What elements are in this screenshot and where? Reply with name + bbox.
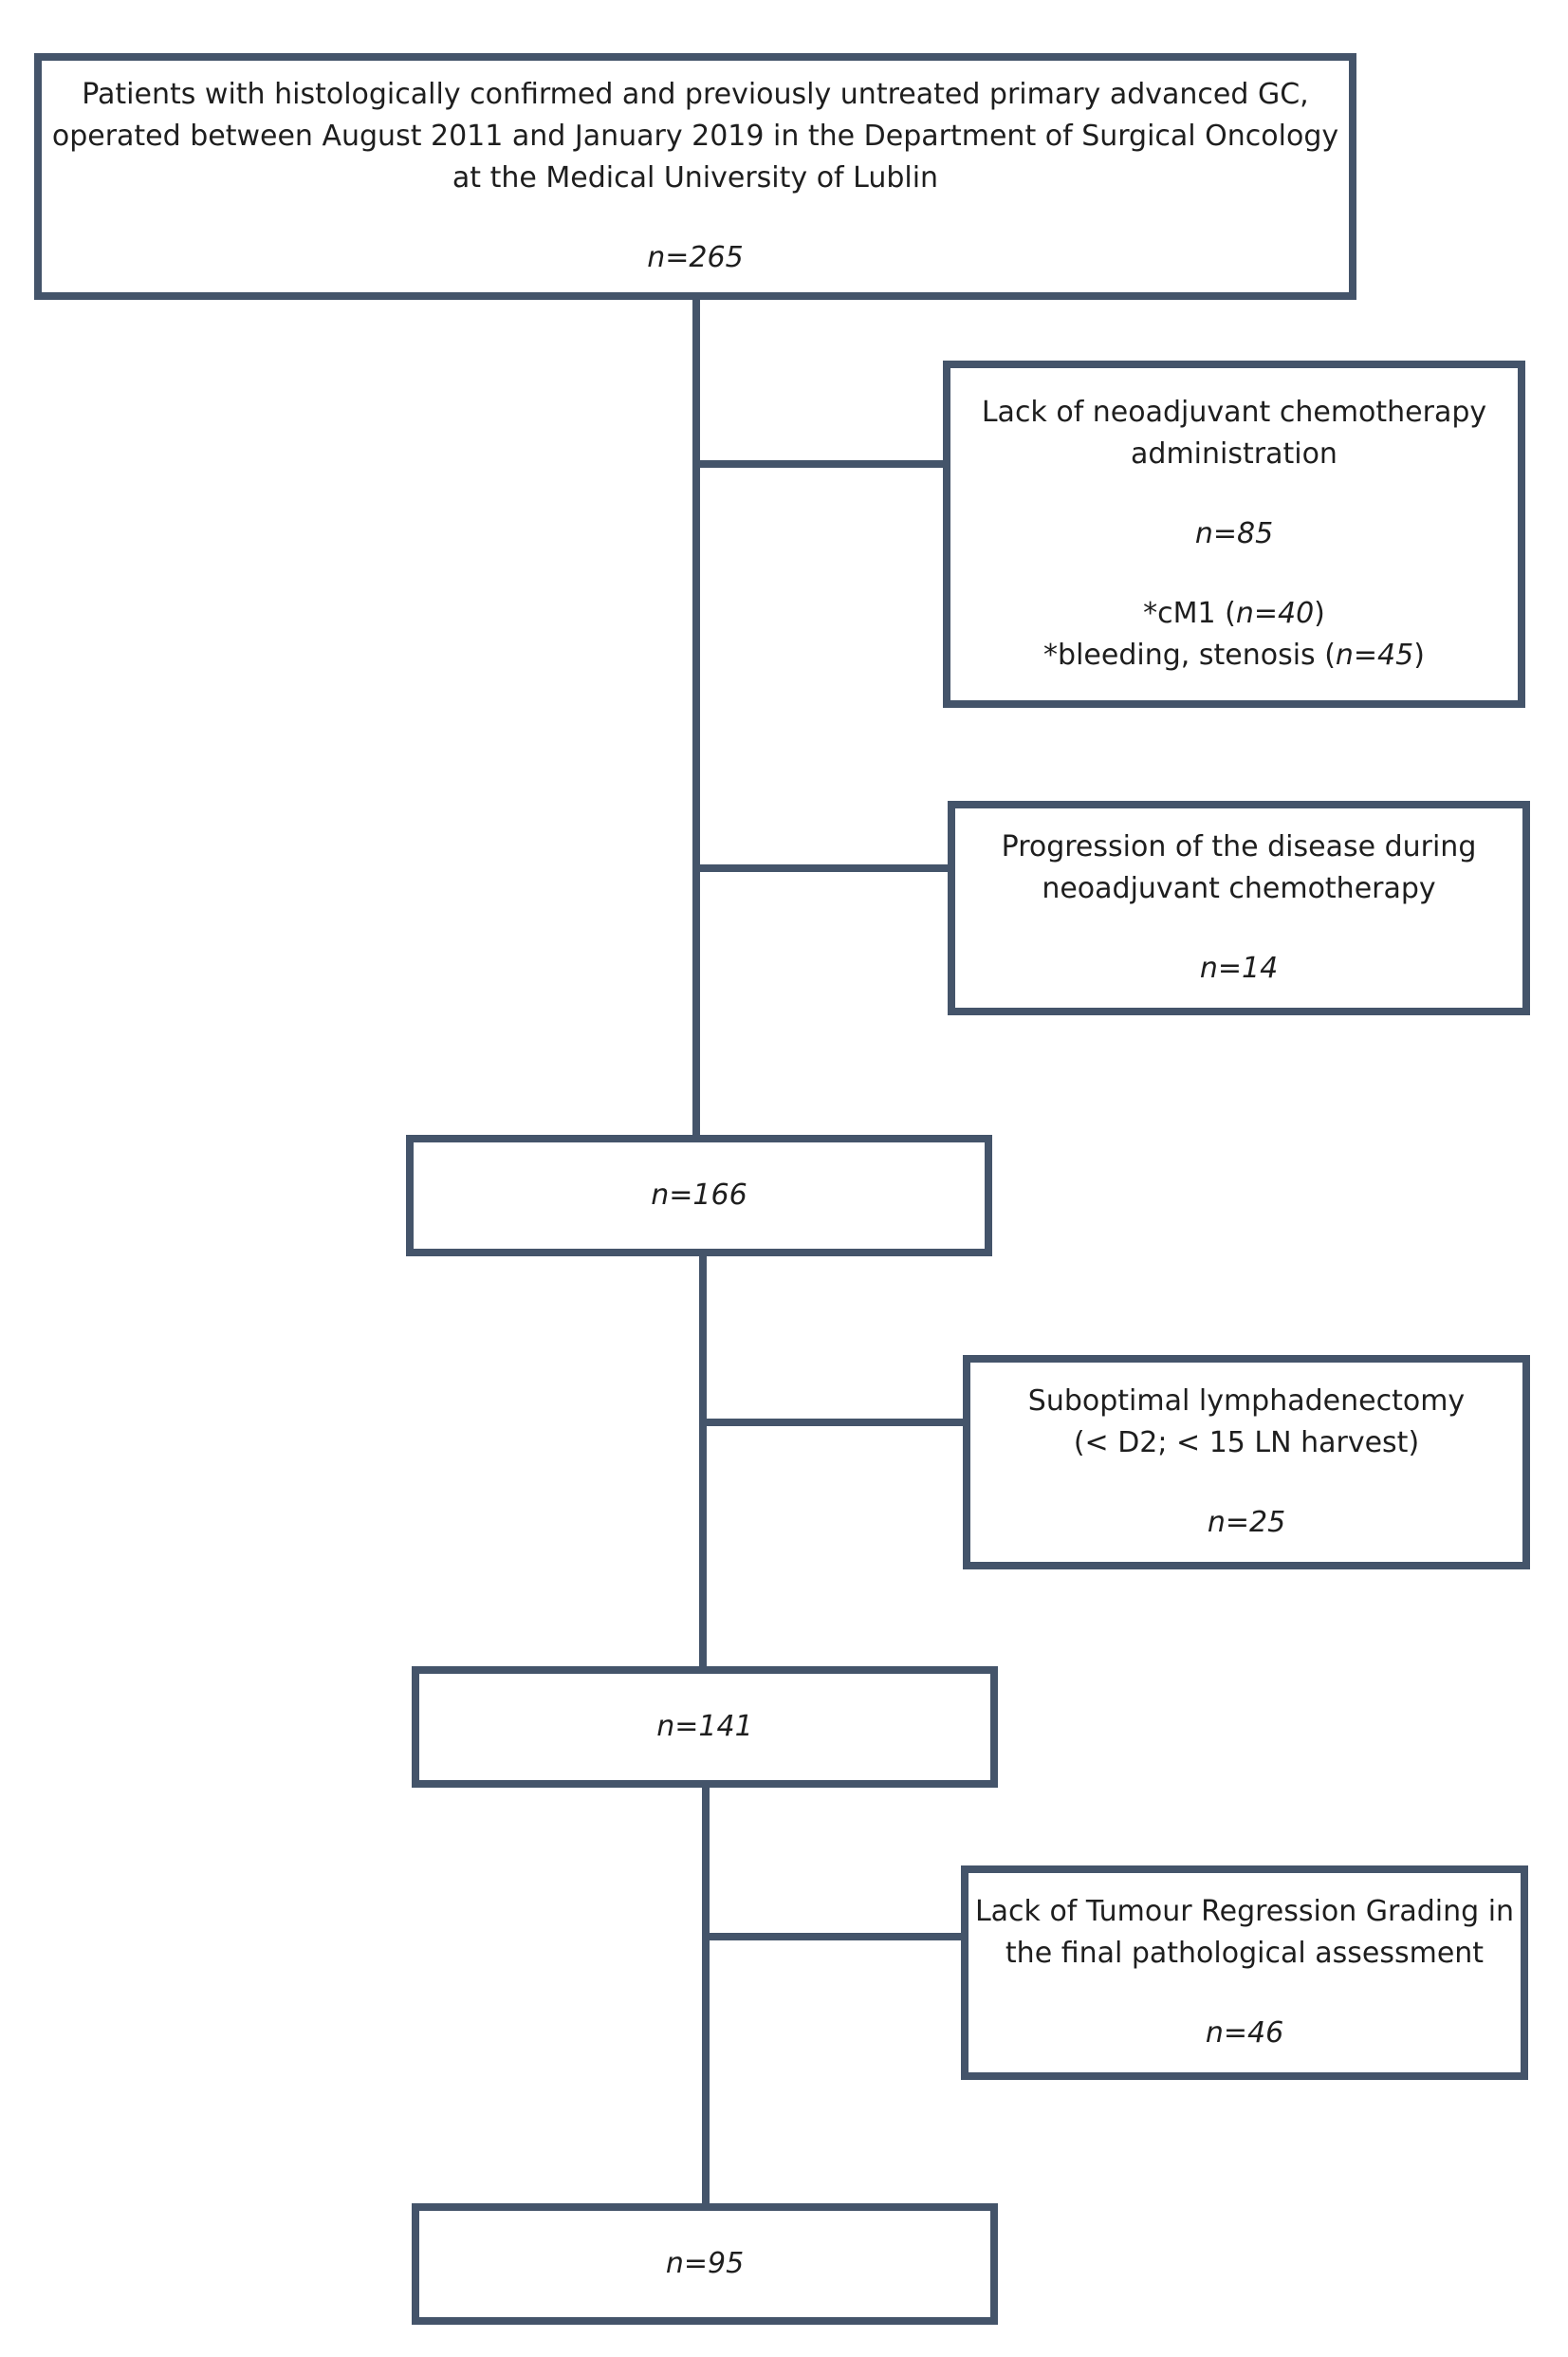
- box-final-cohort-count: n=95: [665, 2247, 745, 2280]
- box-all-patients-count: n=265: [647, 241, 744, 274]
- box-suboptimal-line-1: Suboptimal lymphadenectomy: [1027, 1384, 1466, 1418]
- main-connector-3: [702, 1784, 710, 2207]
- box-no-neoadjuvant: Lack of neoadjuvant chemotherapy adminis…: [943, 361, 1525, 708]
- box-final-cohort: n=95: [412, 2203, 998, 2325]
- box-no-neoadjuvant-count: n=85: [1194, 517, 1274, 550]
- box-no-neoadjuvant-line-2: administration: [1131, 437, 1337, 471]
- box-no-neoadjuvant-detail-bleeding: *bleeding, stenosis (n=45): [1043, 639, 1425, 672]
- main-connector-1: [692, 296, 700, 1139]
- box-no-neoadjuvant-detail-cm1: *cM1 (n=40): [1143, 597, 1325, 630]
- box-progression-count: n=14: [1199, 952, 1279, 985]
- branch-connector-3: [699, 1419, 967, 1426]
- box-n141: n=141: [412, 1666, 998, 1788]
- box-progression-line-1: Progression of the disease during: [1001, 830, 1477, 863]
- box-progression-line-2: neoadjuvant chemotherapy: [1042, 872, 1436, 905]
- main-connector-2: [699, 1253, 707, 1670]
- box-no-trg-line-2: the final pathological assessment: [1005, 1937, 1485, 1970]
- box-no-trg-line-1: Lack of Tumour Regression Grading in: [974, 1895, 1515, 1928]
- box-n141-count: n=141: [656, 1710, 753, 1743]
- box-suboptimal-count: n=25: [1207, 1506, 1286, 1539]
- box-no-trg-count: n=46: [1205, 2016, 1284, 2050]
- box-n166: n=166: [406, 1135, 992, 1256]
- box-suboptimal-lymphadenectomy: Suboptimal lymphadenectomy (< D2; < 15 L…: [963, 1355, 1530, 1569]
- box-all-patients-line-3: at the Medical University of Lublin: [452, 161, 939, 195]
- box-all-patients-line-2: operated between August 2011 and January…: [51, 120, 1339, 153]
- box-all-patients-line-1: Patients with histologically confirmed a…: [82, 78, 1309, 111]
- box-no-trg: Lack of Tumour Regression Grading in the…: [961, 1865, 1528, 2080]
- box-progression: Progression of the disease during neoadj…: [948, 801, 1530, 1015]
- box-no-neoadjuvant-line-1: Lack of neoadjuvant chemotherapy: [981, 396, 1487, 429]
- branch-connector-2: [692, 864, 951, 872]
- branch-connector-4: [702, 1933, 965, 1940]
- box-all-patients: Patients with histologically confirmed a…: [34, 53, 1356, 300]
- branch-connector-1: [692, 460, 947, 468]
- box-suboptimal-line-2: (< D2; < 15 LN harvest): [1073, 1426, 1420, 1459]
- box-n166-count: n=166: [651, 1178, 747, 1212]
